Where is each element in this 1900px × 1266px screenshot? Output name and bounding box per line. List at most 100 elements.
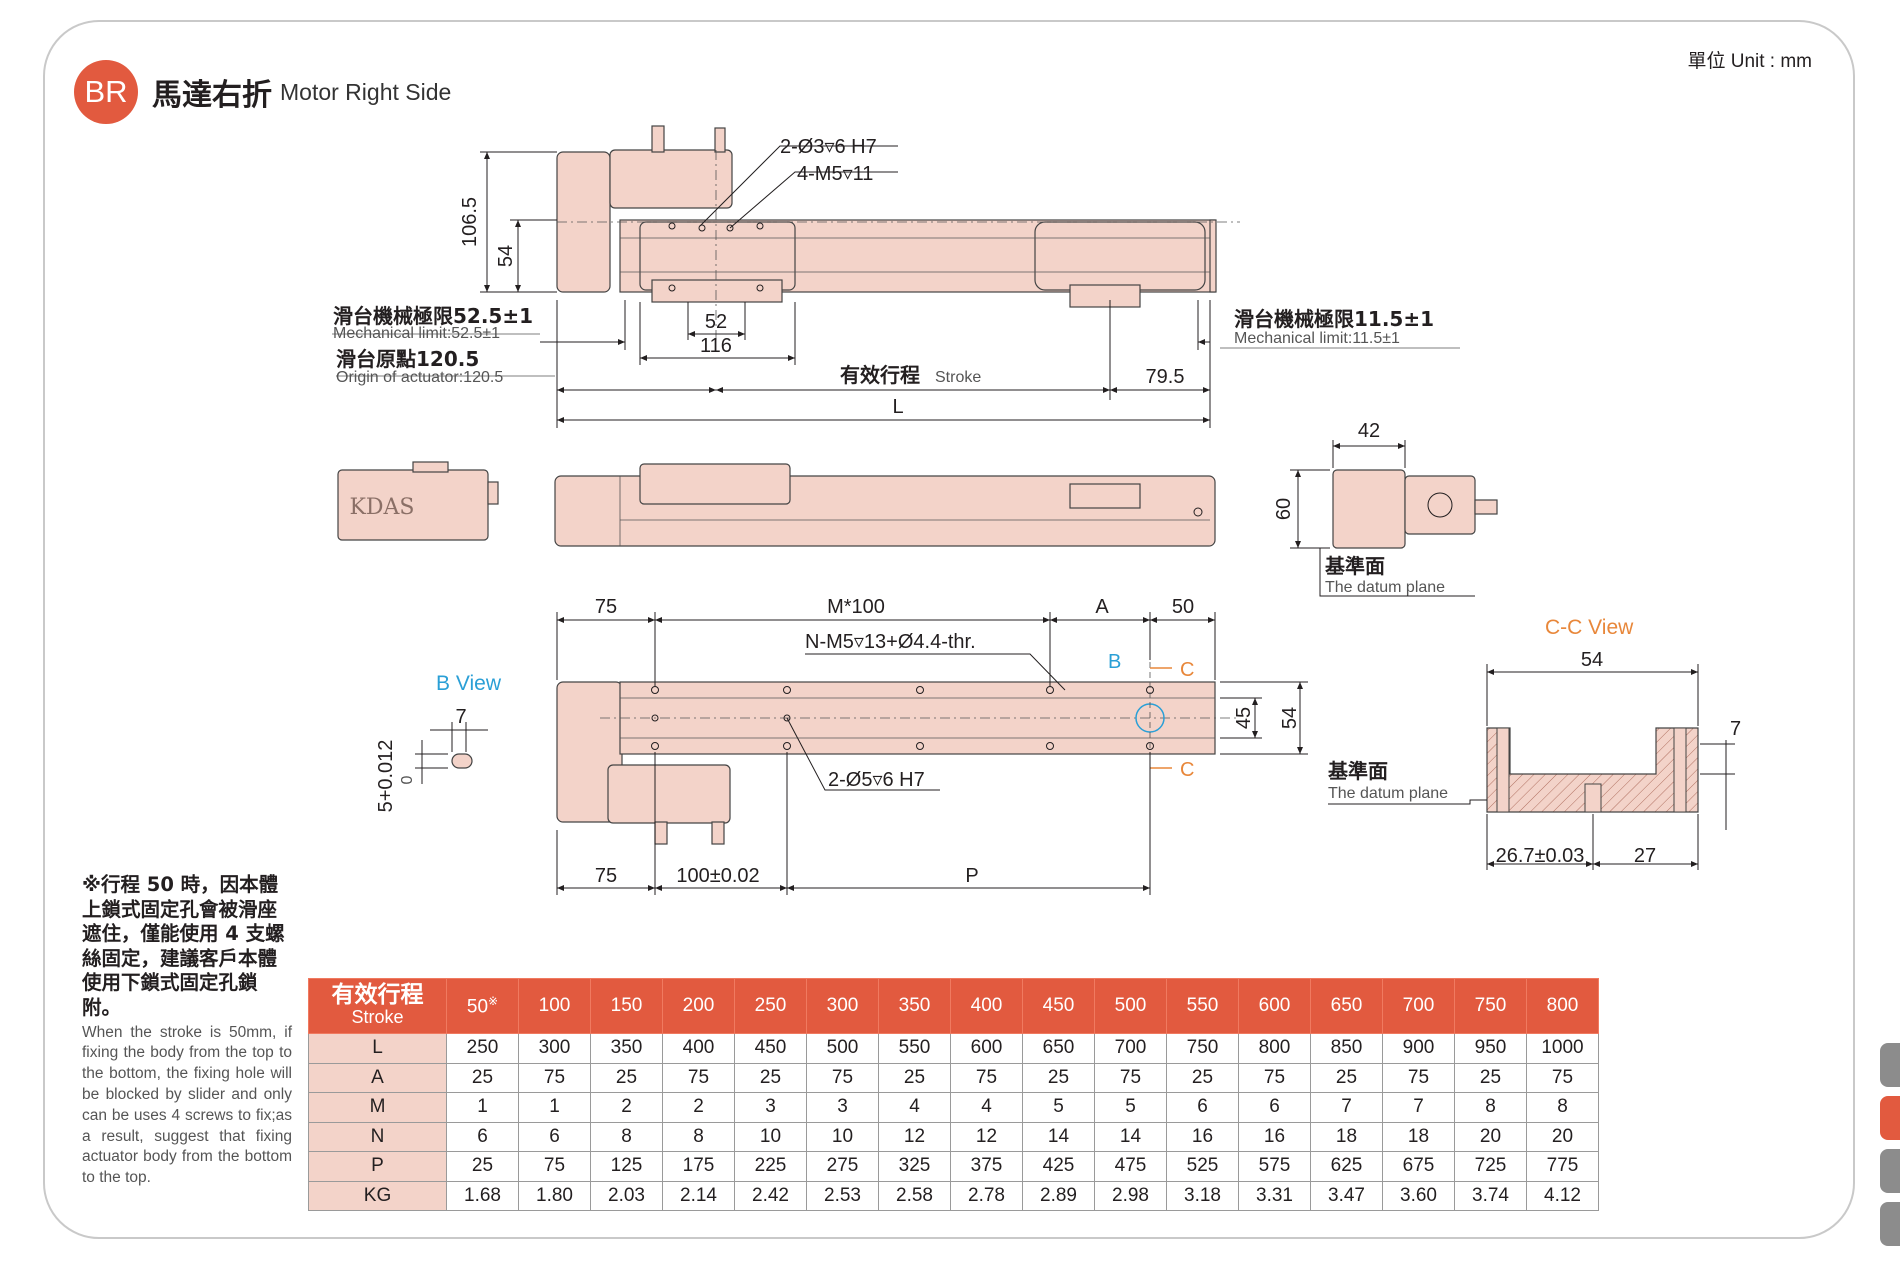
table-cell: 18 [1310, 1121, 1383, 1152]
table-cell: 25 [446, 1151, 519, 1182]
stroke-header: 100 [518, 978, 591, 1034]
top-view: 106.5 54 2-Ø3▿6 H7 4-M5▿11 52 116 滑台機械極限… [332, 125, 1460, 428]
table-cell: 1.80 [518, 1180, 591, 1211]
table-cell: 25 [1454, 1062, 1527, 1093]
table-cell: 25 [734, 1062, 807, 1093]
section-header: BR 馬達右折 Motor Right Side [74, 60, 451, 124]
stroke-header: 50※ [446, 978, 519, 1034]
table-cell: 75 [518, 1151, 591, 1182]
table-cell: 525 [1166, 1151, 1239, 1182]
b-view: B View 7 5+0.012 0 [375, 672, 502, 812]
dim-75-top: 75 [595, 596, 617, 618]
table-cell: 175 [662, 1151, 735, 1182]
table-cell: 2.53 [806, 1180, 879, 1211]
table-cell: 775 [1526, 1151, 1599, 1182]
table-cell: 8 [1526, 1092, 1599, 1123]
row-label: N [308, 1121, 447, 1152]
table-cell: 8 [590, 1121, 663, 1152]
datum-cc-zh: 基準面 [1328, 759, 1388, 783]
stroke-header: 350 [878, 978, 951, 1034]
side-tab[interactable] [1880, 1202, 1900, 1246]
table-cell: 7 [1382, 1092, 1455, 1123]
cc-section [1486, 727, 1699, 813]
pin-note-bottom: 2-Ø5▿6 H7 [828, 769, 925, 791]
table-cell: 125 [590, 1151, 663, 1182]
stroke-note: ※行程 50 時，因本體上鎖式固定孔會被滑座遮住，僅能使用 4 支螺絲固定，建議… [82, 873, 292, 1189]
b-view-dim-7: 7 [455, 706, 466, 728]
table-cell: 650 [1022, 1033, 1095, 1064]
stroke-header: 550 [1166, 978, 1239, 1034]
table-cell: 2.03 [590, 1180, 663, 1211]
table-cell: 6 [1238, 1092, 1311, 1123]
mech-limit-right-en: Mechanical limit:11.5±1 [1234, 330, 1400, 347]
table-cell: 14 [1022, 1121, 1095, 1152]
stroke-header: 700 [1382, 978, 1455, 1034]
table-cell: 2.98 [1094, 1180, 1167, 1211]
table-cell: 3.74 [1454, 1180, 1527, 1211]
table-cell: 1.68 [446, 1180, 519, 1211]
rail-end-top [1209, 219, 1217, 293]
table-cell: 12 [950, 1121, 1023, 1152]
table-cell: 75 [662, 1062, 735, 1093]
row-label: KG [308, 1180, 447, 1211]
table-cell: 5 [1094, 1092, 1167, 1123]
table-cell: 950 [1454, 1033, 1527, 1064]
table-cell: 75 [1238, 1062, 1311, 1093]
table-cell: 4.12 [1526, 1180, 1599, 1211]
table-cell: 3.18 [1166, 1180, 1239, 1211]
section-badge: BR [74, 60, 138, 124]
section-title-en: Motor Right Side [280, 78, 452, 105]
stroke-value: 250 [754, 995, 787, 1016]
page-frame [43, 20, 1855, 1239]
cc-dim-54: 54 [1581, 649, 1603, 671]
table-cell: 12 [878, 1121, 951, 1152]
end-view-motor [1404, 475, 1476, 535]
table-cell: 3.31 [1238, 1180, 1311, 1211]
stroke-value: 600 [1258, 995, 1291, 1016]
label-b: B [1108, 651, 1121, 673]
stroke-note-en: When the stroke is 50mm, if fixing the b… [82, 1023, 292, 1187]
dim-79: 79.5 [1146, 366, 1185, 388]
stroke-note-mark: ※ [488, 993, 499, 1008]
dim-42: 42 [1358, 420, 1380, 442]
b-view-dim-tol-low: 0 [399, 775, 416, 784]
table-corner: 有效行程 Stroke [308, 978, 447, 1034]
table-cell: 325 [878, 1151, 951, 1182]
cc-view: C-C View 54 7 26.7±0.03 27 基準面 The datum… [1328, 616, 1741, 870]
table-cell: 25 [446, 1062, 519, 1093]
datum-side-zh: 基準面 [1325, 554, 1385, 578]
cc-view-title: C-C View [1545, 616, 1634, 639]
slider-side [639, 463, 791, 505]
stroke-value: 50 [466, 996, 489, 1018]
stroke-note-zh: ※行程 50 時，因本體上鎖式固定孔會被滑座遮住，僅能使用 4 支螺絲固定，建議… [82, 873, 285, 1019]
table-cell: 550 [878, 1033, 951, 1064]
table-cell: 2.14 [662, 1180, 735, 1211]
side-tab[interactable] [1880, 1043, 1900, 1087]
dim-52: 52 [705, 311, 727, 333]
table-cell: 25 [1166, 1062, 1239, 1093]
table-cell: 75 [518, 1062, 591, 1093]
side-tab-active[interactable] [1880, 1096, 1900, 1140]
table-cell: 250 [446, 1033, 519, 1064]
table-cell: 75 [1526, 1062, 1599, 1093]
stroke-header: 450 [1022, 978, 1095, 1034]
stroke-header: 600 [1238, 978, 1311, 1034]
datum-side-en: The datum plane [1325, 579, 1445, 596]
unit-label: 單位 Unit : mm [1687, 51, 1812, 72]
row-label: P [308, 1151, 447, 1182]
tap-note-bottom: N-M5▿13+Ø4.4-thr. [805, 631, 976, 653]
dim-a: A [1095, 596, 1109, 618]
table-cell: 425 [1022, 1151, 1095, 1182]
table-cell: 2.42 [734, 1180, 807, 1211]
table-cell: 16 [1166, 1121, 1239, 1152]
table-cell: 350 [590, 1033, 663, 1064]
side-view: KDAS 42 60 基準面 The datum plane [337, 420, 1498, 597]
side-tab[interactable] [1880, 1149, 1900, 1193]
stroke-value: 650 [1330, 995, 1363, 1016]
stroke-header: 750 [1454, 978, 1527, 1034]
side-tabs [1880, 1043, 1900, 1255]
